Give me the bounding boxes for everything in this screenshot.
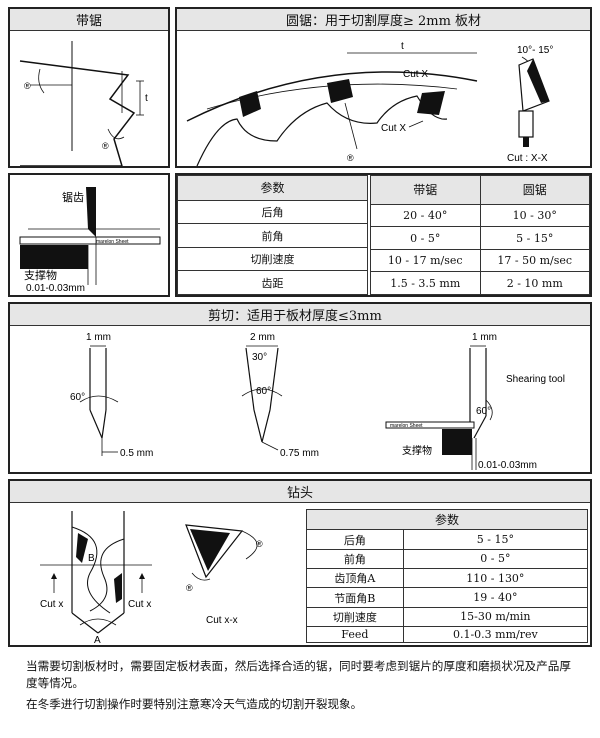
shearing-tool-label: Shearing tool [506,374,565,385]
band-saw-diagram: ® t ® [19,41,148,166]
saw-table-cell: 20 - 40° [370,203,481,228]
tool3-support-block [442,429,472,455]
drill-diagram: B A Cut x Cut x ® ® Cut x-x [40,511,263,645]
sheet-material [19,236,161,245]
saw-table-header-circular: 圆锯 [479,175,590,205]
shearing-panel: 剪切：适用于板材厚度≤3mm 1 mm 60° 0.5 mm 2 mm 30° [8,302,592,474]
drill-panel: 钻头 B A Cut x Cut x ® [8,479,592,647]
saw-parameter-panel: 参数 后角 前角 切削速度 齿距 带锯 圆锯 20 - 40°10 - 30° … [175,173,592,297]
circular-saw-title: 圆锯：用于切割厚度≥ 2mm 板材 [177,9,590,31]
saw-tooth-shape [86,187,96,237]
drill-r-label-2: ® [186,583,193,593]
saw-tooth-2 [327,79,353,103]
drill-table-label: 前角 [306,548,404,570]
circular-saw-panel: 圆锯：用于切割厚度≥ 2mm 板材 t Cut X Cut X ® 10°- 1… [175,7,592,168]
cut-x-upper-label: Cut X [403,69,428,80]
saw-tooth-label: 锯齿 [62,190,84,204]
saw-table-row-label: 齿距 [177,270,368,295]
drill-cross-section: ® ® Cut x-x [185,524,263,626]
band-saw-blade [19,60,136,166]
shearing-title: 剪切：适用于板材厚度≤3mm [10,304,590,326]
note-line-2: 在冬季进行切割操作时要特别注意寒冷天气造成的切割开裂现象。 [26,697,363,711]
saw-table-header-param: 参数 [177,175,368,201]
band-saw-t-label: t [145,93,148,104]
drill-table-value: 0.1-0.3 mm/rev [402,626,589,643]
tool2-angle-top-label: 30° [252,352,267,363]
tool1-angle-label: 60° [70,392,85,403]
tool3-sheet [385,421,475,429]
cut-xx-label: Cut : X-X [507,153,548,164]
tool3-support-label: 支撑物 [402,444,432,457]
gap-label: 0.01-0.03mm [26,283,85,294]
saw-table-cell: 5 - 15° [479,226,590,250]
saw-table-cell: 0 - 5° [370,226,481,250]
tool2-angle-label: 60° [256,386,271,397]
saw-tooth-3 [417,91,445,115]
cut-x-left-label: Cut x [40,599,63,610]
shearing-diagram: 1 mm 60° 0.5 mm 2 mm 30° 60° 0.75 mm [70,332,565,471]
saw-table-header-band: 带锯 [370,175,481,205]
saw-table-cell: 10 - 30° [479,203,590,228]
tool2-width-label: 2 mm [250,332,275,343]
drill-table-label: Feed [306,626,404,643]
saw-parameter-table-right: 带锯 圆锯 20 - 40°10 - 30° 0 - 5°5 - 15° 10 … [370,175,590,295]
drill-table-label: 后角 [306,529,404,550]
support-block [20,245,88,269]
shear-tool-2: 2 mm 30° 60° 0.75 mm [241,332,319,459]
sheet-brand-text: marelon Sheet [96,239,129,245]
drill-a-label: A [94,635,101,645]
drill-title: 钻头 [10,481,590,503]
band-saw-r-label-2: ® [102,141,109,151]
shear-tool-3: 1 mm Shearing tool 60° marelon Sheet 支撑物… [385,332,565,471]
saw-table-row-label: 后角 [177,199,368,225]
saw-table-cell: 10 - 17 m/sec [370,248,481,273]
tool3-angle-label: 60° [476,406,491,417]
circular-saw-t-label: t [401,41,404,52]
tool1-width-label: 1 mm [86,332,111,343]
drill-table-label: 节面角B [306,587,404,608]
circular-saw-diagram: t Cut X Cut X ® 10°- 15° Cut : X-X [186,41,553,166]
drill-b-label: B [88,553,95,564]
saw-table-cell: 2 - 10 mm [479,271,590,295]
circular-saw-r-label: ® [347,153,354,163]
cut-x-right-label: Cut x [128,599,151,610]
band-saw-title: 带锯 [10,9,168,31]
saw-tooth-1 [239,91,261,117]
saw-support-panel: 锯齿 marelon Sheet 支撑物 0.01-0.03mm [8,173,170,297]
saw-table-row-label: 切削速度 [177,246,368,272]
circular-saw-angle-label: 10°- 15° [517,45,553,56]
drill-cut-xx-label: Cut x-x [206,615,238,626]
notes-panel: 当需要切割板材时，需要固定板材表面，然后选择合适的锯，同时要考虑到锯片的厚度和磨… [8,652,592,732]
tool3-gap-label: 0.01-0.03mm [478,460,537,471]
cut-x-lower-label: Cut X [381,123,406,134]
drill-table-label: 切削速度 [306,606,404,628]
shear-tool-1: 1 mm 60° 0.5 mm [70,332,153,459]
drill-table-value: 110 - 130° [402,568,589,589]
tool3-brand-text: marelon Sheet [390,423,423,429]
band-saw-r-label: ® [24,81,31,91]
tool3-width-label: 1 mm [472,332,497,343]
drill-table-value: 0 - 5° [402,548,589,570]
drill-table-header: 参数 [306,508,588,531]
tool1-edge-label: 0.5 mm [120,448,153,459]
drill-table-value: 5 - 15° [402,529,589,550]
saw-parameter-table-left: 参数 后角 前角 切削速度 齿距 [177,175,368,295]
drill-table-value: 15-30 m/min [402,606,589,628]
saw-table-cell: 1.5 - 3.5 mm [370,271,481,295]
drill-r-label: ® [256,539,263,549]
saw-table-row-label: 前角 [177,223,368,248]
support-label: 支撑物 [24,268,57,282]
note-line-1: 当需要切割板材时，需要固定板材表面，然后选择合适的锯，同时要考虑到锯片的厚度和磨… [26,659,571,690]
saw-support-diagram: 锯齿 marelon Sheet 支撑物 0.01-0.03mm [19,187,161,294]
drill-bit: B A Cut x Cut x [40,511,152,645]
band-saw-panel: 带锯 ® t ® [8,7,170,168]
drill-table-label: 齿顶角A [306,568,404,589]
tool2-edge-label: 0.75 mm [280,448,319,459]
drill-table-value: 19 - 40° [402,587,589,608]
saw-table-cell: 17 - 50 m/sec [479,248,590,273]
